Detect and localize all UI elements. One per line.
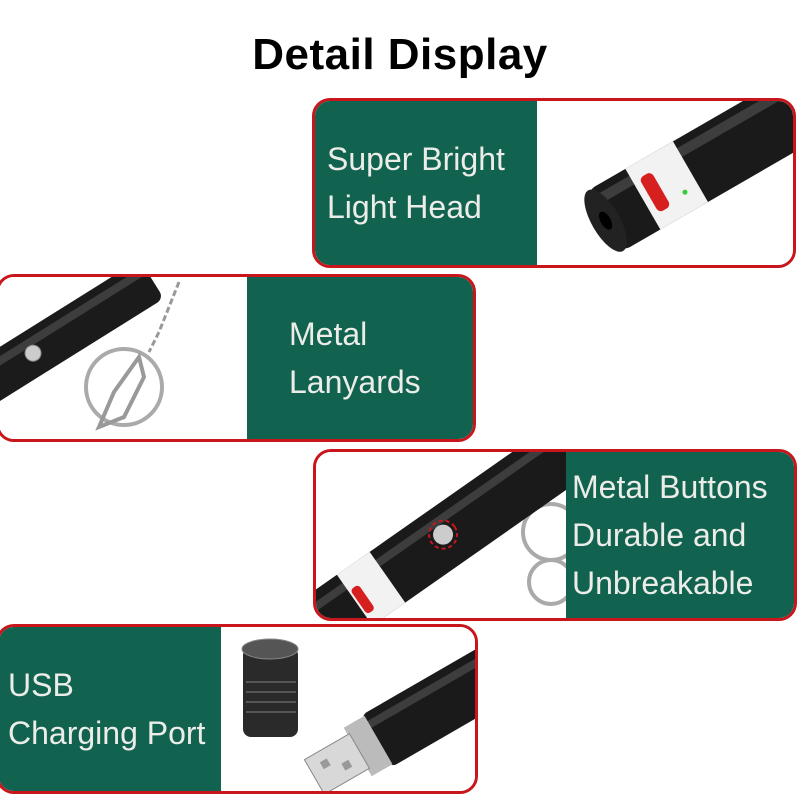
feature-text-line: Unbreakable [572,565,754,601]
feature-text-line: Durable and [572,517,747,553]
feature-text-line: USB [8,667,74,703]
feature-text-line: Metal [289,316,368,352]
metal-button-image [316,452,566,618]
feature-text-line: Super Bright [327,141,505,177]
keychain-lanyard-image [0,277,247,439]
feature-label-box: Super Bright Light Head [315,101,549,265]
feature-text-line: Lanyards [289,364,421,400]
usb-charging-port-image [221,627,475,791]
feature-panel-usb-charging: USB Charging Port [0,624,478,794]
feature-text-line: Light Head [327,189,482,225]
feature-panel-metal-buttons: Metal Buttons Durable and Unbreakable [313,449,797,621]
feature-panel-light-head: Super Bright Light Head [312,98,796,268]
page-title: Detail Display [252,30,548,79]
feature-text-line: Metal Buttons [572,469,768,505]
feature-panel-lanyards: Metal Lanyards [0,274,476,442]
feature-label-box: Metal Buttons Durable and Unbreakable [566,452,794,618]
feature-label-box: Metal Lanyards [247,277,473,439]
laser-pointer-head-image [537,101,793,265]
feature-label-box: USB Charging Port [0,627,230,791]
feature-text-line: Charging Port [8,715,206,751]
